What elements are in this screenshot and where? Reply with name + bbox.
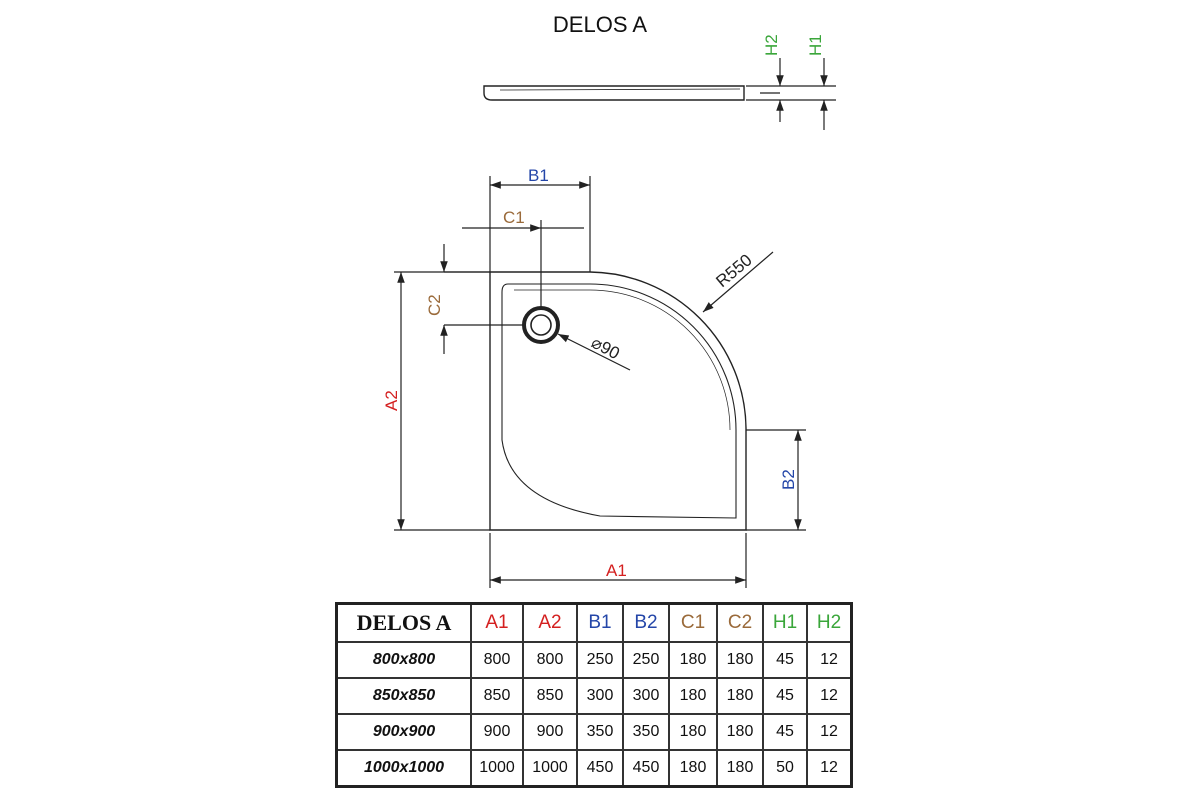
table-row: 800x800 800 800 250 250 180 180 45 12 [335, 641, 853, 679]
b2-label: B2 [779, 469, 798, 490]
model-cell: 850x850 [335, 677, 472, 715]
value-cell: 45 [762, 713, 808, 751]
value-cell: 450 [622, 749, 670, 788]
table-row: 1000x1000 1000 1000 450 450 180 180 50 1… [335, 749, 853, 788]
height-dimensions [746, 58, 836, 130]
plan-dimension-lines [394, 176, 806, 588]
c1-label: C1 [503, 208, 525, 227]
column-header: C1 [668, 602, 718, 643]
value-cell: 850 [522, 677, 578, 715]
value-cell: 800 [522, 641, 578, 679]
model-cell: 800x800 [335, 641, 472, 679]
column-header: H1 [762, 602, 808, 643]
value-cell: 50 [762, 749, 808, 788]
table-header-row: DELOS A A1 A2 B1 B2 C1 C2 H1 H2 [335, 602, 853, 643]
value-cell: 180 [668, 713, 718, 751]
model-cell: 900x900 [335, 713, 472, 751]
value-cell: 12 [806, 677, 853, 715]
value-cell: 180 [668, 641, 718, 679]
value-cell: 850 [470, 677, 524, 715]
value-cell: 180 [716, 749, 764, 788]
h1-label: H1 [806, 34, 825, 56]
model-header: DELOS A [335, 602, 472, 643]
value-cell: 180 [716, 677, 764, 715]
diameter-label: ⌀90 [588, 333, 623, 363]
value-cell: 12 [806, 749, 853, 788]
value-cell: 250 [576, 641, 624, 679]
a2-label: A2 [382, 390, 401, 411]
column-header: C2 [716, 602, 764, 643]
a1-label: A1 [606, 561, 627, 580]
column-header: A1 [470, 602, 524, 643]
tray-plan-outline [489, 271, 747, 531]
tray-side-profile [483, 85, 745, 101]
table-row: 850x850 850 850 300 300 180 180 45 12 [335, 677, 853, 715]
value-cell: 350 [622, 713, 670, 751]
column-header: B2 [622, 602, 670, 643]
value-cell: 800 [470, 641, 524, 679]
value-cell: 45 [762, 677, 808, 715]
column-header: A2 [522, 602, 578, 643]
value-cell: 250 [622, 641, 670, 679]
b1-label: B1 [528, 166, 549, 185]
column-header: H2 [806, 602, 853, 643]
value-cell: 12 [806, 641, 853, 679]
value-cell: 350 [576, 713, 624, 751]
dimension-table: DELOS A A1 A2 B1 B2 C1 C2 H1 H2 800x800 … [335, 602, 853, 788]
value-cell: 450 [576, 749, 624, 788]
value-cell: 180 [668, 677, 718, 715]
model-cell: 1000x1000 [335, 749, 472, 788]
value-cell: 900 [522, 713, 578, 751]
value-cell: 12 [806, 713, 853, 751]
value-cell: 300 [576, 677, 624, 715]
value-cell: 1000 [522, 749, 578, 788]
value-cell: 180 [716, 641, 764, 679]
drain-icon [522, 306, 560, 344]
c2-label: C2 [425, 294, 444, 316]
value-cell: 45 [762, 641, 808, 679]
diagram-title: DELOS A [552, 12, 648, 37]
technical-drawing: H2 H1 [382, 34, 836, 588]
value-cell: 180 [668, 749, 718, 788]
h2-label: H2 [762, 34, 781, 56]
value-cell: 180 [716, 713, 764, 751]
table-row: 900x900 900 900 350 350 180 180 45 12 [335, 713, 853, 751]
value-cell: 300 [622, 677, 670, 715]
value-cell: 900 [470, 713, 524, 751]
column-header: B1 [576, 602, 624, 643]
value-cell: 1000 [470, 749, 524, 788]
